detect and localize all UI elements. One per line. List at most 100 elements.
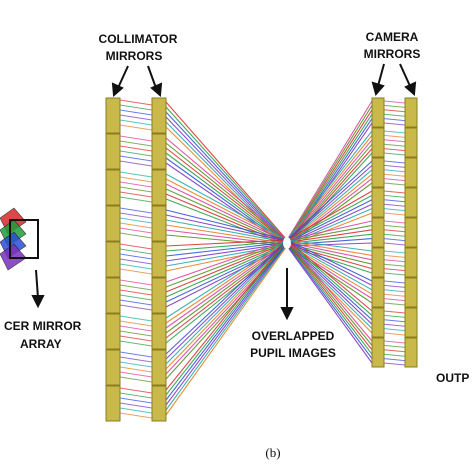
ray-between-cameras bbox=[383, 259, 406, 263]
camera-arrow-right bbox=[399, 63, 411, 87]
ray-between-cameras bbox=[383, 268, 406, 272]
ray-camera bbox=[286, 160, 373, 241]
ray-between-collimators bbox=[119, 217, 153, 224]
camera-arrowhead-right bbox=[404, 81, 417, 97]
ray-between-cameras bbox=[383, 293, 406, 297]
ray-collimator bbox=[165, 241, 288, 293]
ray-between-cameras bbox=[383, 113, 406, 117]
ray-camera bbox=[286, 190, 373, 241]
ray-collimator bbox=[165, 241, 288, 257]
annotation-arrows bbox=[31, 63, 417, 321]
ray-between-cameras bbox=[383, 122, 406, 126]
ray-between-cameras bbox=[383, 130, 406, 134]
ray-between-collimators bbox=[119, 315, 153, 322]
ray-camera bbox=[286, 105, 373, 242]
collimator-mirror-segment bbox=[151, 385, 167, 422]
ray-camera bbox=[286, 240, 373, 346]
ray-between-cameras bbox=[383, 139, 406, 143]
ray-between-collimators bbox=[119, 397, 153, 404]
ray-between-collimators bbox=[119, 186, 153, 193]
ray-between-collimators bbox=[119, 294, 153, 301]
ray-between-collimators bbox=[119, 191, 153, 198]
ray-camera bbox=[286, 130, 373, 241]
ray-camera bbox=[286, 245, 373, 364]
ray-between-collimators bbox=[119, 387, 153, 394]
ray-between-collimators bbox=[119, 304, 153, 311]
ray-between-collimators bbox=[119, 176, 153, 183]
collimator-mirror-segment bbox=[151, 241, 167, 278]
ray-between-cameras bbox=[383, 319, 406, 323]
collimator-mirror-segment bbox=[105, 205, 121, 242]
ray-collimator bbox=[165, 240, 288, 396]
ray-camera bbox=[286, 239, 373, 252]
ray-between-collimators bbox=[119, 412, 153, 419]
ray-between-collimators bbox=[119, 392, 153, 399]
ray-between-cameras bbox=[383, 104, 406, 108]
ray-between-cameras bbox=[383, 302, 406, 306]
ray-collimator bbox=[165, 240, 288, 324]
ray-between-collimators bbox=[119, 407, 153, 414]
ray-between-collimators bbox=[119, 150, 153, 157]
ray-between-collimators bbox=[119, 248, 153, 255]
ray-collimator bbox=[165, 239, 288, 247]
collimator-mirror-segment bbox=[151, 349, 167, 386]
camera-mirror-segment bbox=[404, 157, 418, 188]
ray-collimator bbox=[165, 239, 288, 319]
ray-between-collimators bbox=[119, 376, 153, 383]
ray-between-collimators bbox=[119, 181, 153, 188]
slicer-label-line1: CER MIRROR bbox=[4, 319, 82, 333]
ray-between-collimators bbox=[119, 109, 153, 116]
ray-camera bbox=[286, 224, 373, 242]
ray-between-cameras bbox=[383, 190, 406, 194]
output-label: OUTP bbox=[436, 371, 469, 385]
ray-bundle bbox=[119, 99, 406, 419]
ray-collimator bbox=[165, 142, 288, 242]
ray-collimator bbox=[165, 242, 288, 365]
collimator-mirror-segment bbox=[151, 169, 167, 206]
ray-between-collimators bbox=[119, 232, 153, 239]
ray-between-cameras bbox=[383, 314, 406, 318]
ray-between-collimators bbox=[119, 258, 153, 265]
ray-between-collimators bbox=[119, 135, 153, 142]
camera-mirror-segment bbox=[371, 337, 385, 368]
pupil-focus-point bbox=[283, 237, 291, 249]
collimator-mirror-segment bbox=[151, 97, 167, 134]
ray-collimator bbox=[165, 242, 288, 401]
ray-collimator bbox=[165, 209, 288, 241]
ray-camera bbox=[286, 239, 373, 342]
collimator-mirror-segment bbox=[105, 241, 121, 278]
ray-between-collimators bbox=[119, 222, 153, 229]
ray-between-cameras bbox=[383, 323, 406, 327]
ray-between-cameras bbox=[383, 134, 406, 138]
collimator-mirror-segment bbox=[151, 277, 167, 314]
camera-mirror-segment bbox=[404, 277, 418, 308]
camera-mirror-segment bbox=[404, 247, 418, 278]
collimator-mirror-segment bbox=[105, 97, 121, 134]
ray-collimator bbox=[165, 183, 288, 243]
ray-between-cameras bbox=[383, 272, 406, 276]
ray-collimator bbox=[165, 243, 288, 406]
ray-between-collimators bbox=[119, 299, 153, 306]
ray-between-collimators bbox=[119, 114, 153, 121]
camera-mirror-segment bbox=[371, 247, 385, 278]
collimator-arrowhead-right bbox=[150, 82, 163, 98]
ray-between-collimators bbox=[119, 263, 153, 270]
ray-between-collimators bbox=[119, 212, 153, 219]
ray-between-cameras bbox=[383, 280, 406, 284]
ray-between-collimators bbox=[119, 171, 153, 178]
camera-label-line1: CAMERA bbox=[366, 30, 419, 44]
ray-between-cameras bbox=[383, 242, 406, 246]
camera-mirror-segment bbox=[404, 97, 418, 128]
ray-between-cameras bbox=[383, 169, 406, 173]
ray-between-cameras bbox=[383, 118, 406, 122]
ray-collimator bbox=[165, 239, 288, 283]
ray-between-collimators bbox=[119, 119, 153, 126]
collimator-mirrors bbox=[105, 97, 167, 422]
ray-camera bbox=[286, 241, 373, 321]
ray-between-collimators bbox=[119, 268, 153, 275]
ray-collimator bbox=[165, 106, 288, 242]
ray-camera bbox=[286, 220, 373, 241]
ray-between-cameras bbox=[383, 208, 406, 212]
ray-collimator bbox=[165, 244, 288, 411]
